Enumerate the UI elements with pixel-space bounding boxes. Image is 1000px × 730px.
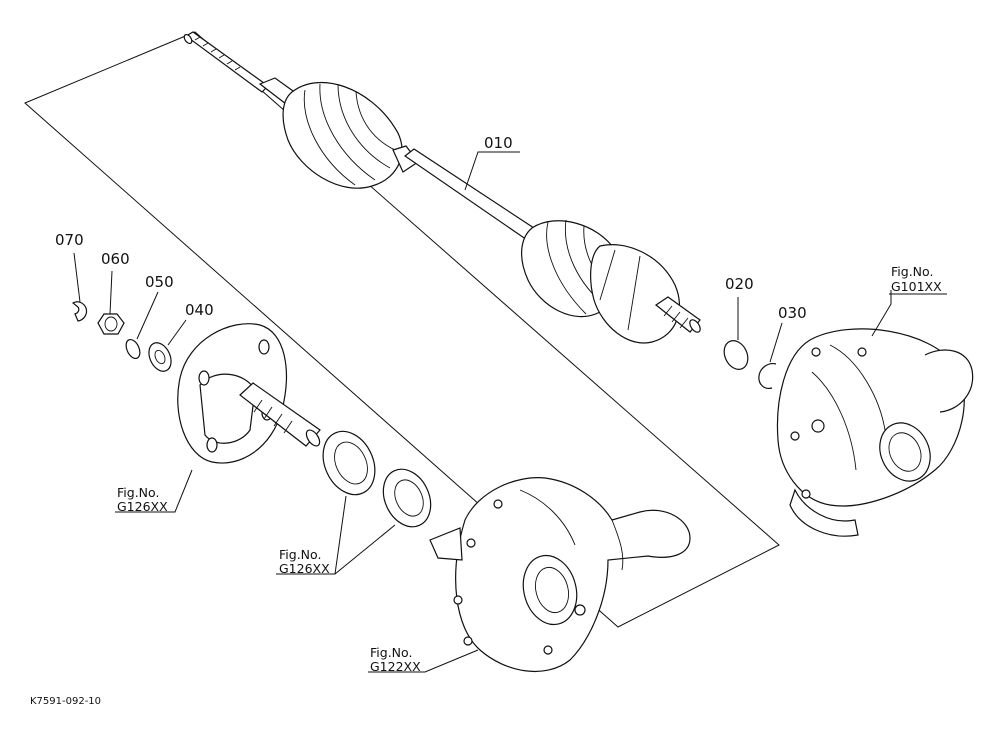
leader-lines	[73, 151, 892, 673]
part-label-050: 050	[145, 273, 174, 291]
fig-ref-code-g126-hub: G126XX	[117, 499, 168, 514]
part-label-070: 070	[55, 231, 84, 249]
spring-washer-050[interactable]	[123, 337, 142, 360]
fig-ref-code-g126-bearings: G126XX	[279, 561, 330, 576]
wheel-hub[interactable]	[177, 323, 323, 464]
circlip-030[interactable]	[758, 363, 777, 389]
assembly-outline	[24, 31, 780, 628]
fig-ref-label-g122: Fig.No.	[370, 645, 412, 660]
bearing[interactable]	[374, 462, 439, 535]
part-label-060: 060	[101, 250, 130, 268]
drive-shaft-010[interactable]	[183, 31, 703, 344]
fig-ref-label-g126-hub: Fig.No.	[117, 485, 159, 500]
castle-nut-060[interactable]	[97, 313, 125, 335]
flat-washer-040[interactable]	[145, 339, 176, 375]
o-ring-020[interactable]	[720, 337, 753, 373]
differential-housing[interactable]	[776, 328, 974, 537]
fig-ref-label-g101: Fig.No.	[891, 264, 933, 279]
part-label-040: 040	[185, 301, 214, 319]
part-label-010: 010	[484, 134, 513, 152]
part-label-020: 020	[725, 275, 754, 293]
fig-ref-code-g101: G101XX	[891, 279, 942, 294]
cotter-pin-070[interactable]	[71, 301, 88, 322]
fig-ref-label-g126-bearings: Fig.No.	[279, 547, 321, 562]
steering-knuckle[interactable]	[429, 477, 691, 672]
part-label-030: 030	[778, 304, 807, 322]
fig-ref-code-g122: G122XX	[370, 659, 421, 674]
oil-seal[interactable]	[313, 423, 384, 503]
drawing-code: K7591-092-10	[30, 696, 101, 707]
